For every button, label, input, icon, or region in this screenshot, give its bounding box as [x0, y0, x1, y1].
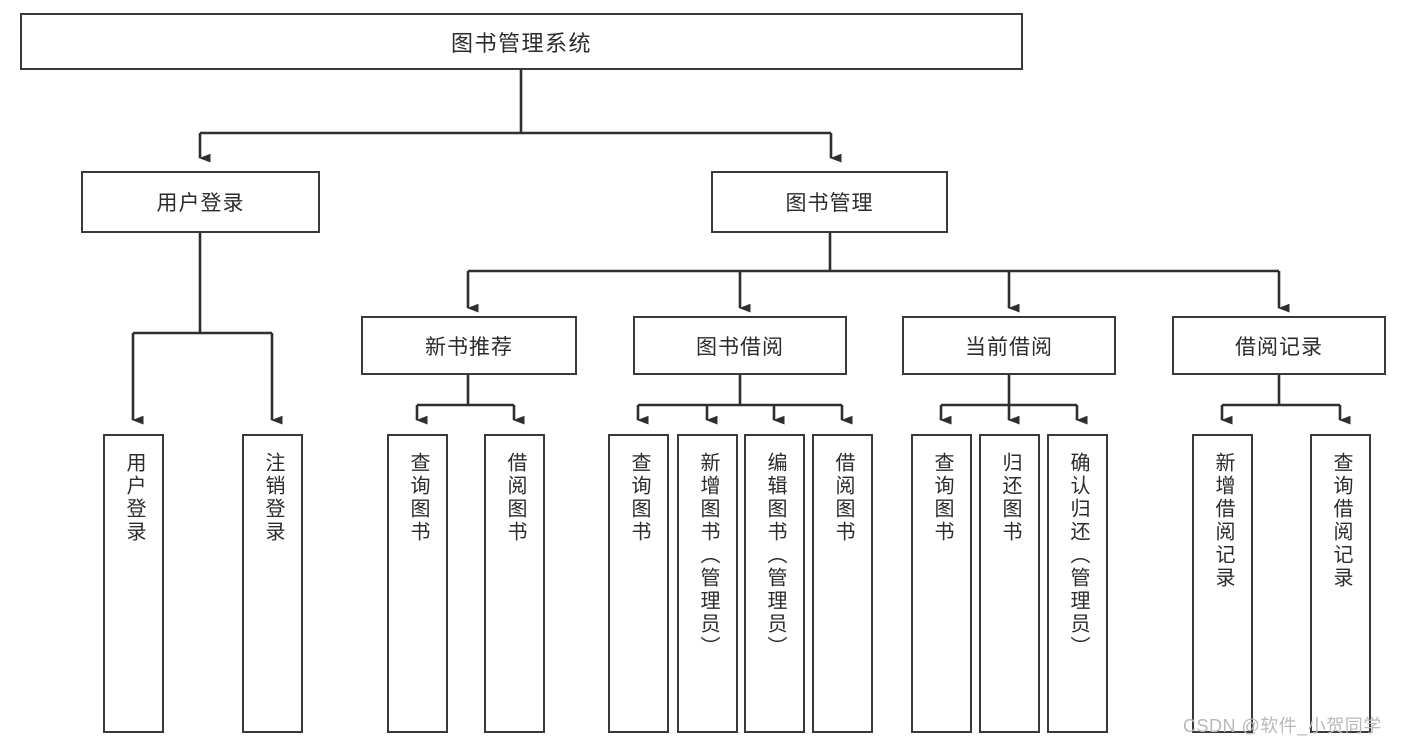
node-new-book-recommend[interactable]: 新书推荐 — [361, 316, 577, 375]
node-label: 图书借阅 — [696, 335, 784, 359]
leaf-confirm-return-admin[interactable]: 确认归还（管理员） — [1047, 434, 1108, 733]
node-label: 用户登录 — [123, 452, 145, 544]
node-book-borrow[interactable]: 图书借阅 — [633, 316, 847, 375]
node-label: 查询借阅记录 — [1330, 452, 1352, 590]
leaf-add-borrow-record[interactable]: 新增借阅记录 — [1192, 434, 1253, 733]
node-label: 新书推荐 — [425, 335, 513, 359]
leaf-return-book[interactable]: 归还图书 — [979, 434, 1040, 733]
node-label: 借阅图书 — [504, 452, 526, 544]
leaf-user-login[interactable]: 用户登录 — [103, 434, 164, 733]
node-label: 新增图书（管理员） — [697, 452, 719, 659]
leaf-add-book-admin[interactable]: 新增图书（管理员） — [677, 434, 738, 733]
node-label: 查询图书 — [628, 452, 650, 544]
node-label: 确认归还（管理员） — [1067, 452, 1089, 659]
node-label: 图书管理 — [785, 192, 874, 215]
node-book-management[interactable]: 图书管理 — [711, 171, 948, 233]
node-root-system[interactable]: 图书管理系统 — [20, 13, 1023, 70]
csdn-watermark: CSDN @软件_小贺同学 — [1183, 716, 1382, 736]
leaf-borrow-book[interactable]: 借阅图书 — [812, 434, 873, 733]
node-label: 图书管理系统 — [450, 30, 592, 56]
node-label: 查询图书 — [407, 452, 429, 544]
node-label: 借阅图书 — [832, 452, 854, 544]
node-label: 编辑图书（管理员） — [764, 452, 786, 659]
leaf-borrow-book-recommend[interactable]: 借阅图书 — [484, 434, 545, 733]
node-label: 借阅记录 — [1235, 335, 1323, 359]
node-user-login[interactable]: 用户登录 — [81, 171, 320, 233]
node-label: 归还图书 — [999, 452, 1021, 544]
leaf-query-book-current[interactable]: 查询图书 — [911, 434, 972, 733]
node-borrow-record[interactable]: 借阅记录 — [1172, 316, 1386, 375]
leaf-edit-book-admin[interactable]: 编辑图书（管理员） — [744, 434, 805, 733]
node-label: 当前借阅 — [965, 335, 1053, 359]
leaf-query-book-borrow[interactable]: 查询图书 — [608, 434, 669, 733]
node-label: 用户登录 — [156, 192, 245, 215]
node-label: 注销登录 — [262, 452, 284, 544]
leaf-query-borrow-record[interactable]: 查询借阅记录 — [1310, 434, 1371, 733]
node-label: 查询图书 — [931, 452, 953, 544]
leaf-query-book-recommend[interactable]: 查询图书 — [387, 434, 448, 733]
node-label: 新增借阅记录 — [1212, 452, 1234, 590]
leaf-logout[interactable]: 注销登录 — [242, 434, 303, 733]
node-current-borrow[interactable]: 当前借阅 — [902, 316, 1116, 375]
